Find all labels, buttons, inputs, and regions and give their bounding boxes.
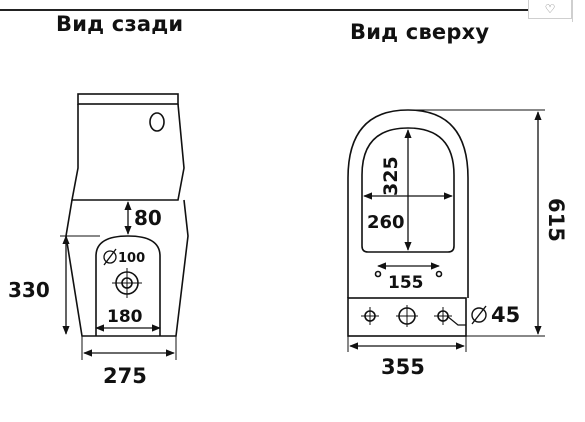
dim-fixing-holes-leader <box>446 315 466 326</box>
dim-outlet-width-label: 180 <box>107 307 143 327</box>
dim-base-width-label: 275 <box>103 364 147 388</box>
favorite-button[interactable]: ♡ <box>528 0 572 19</box>
bowl-body <box>65 199 189 337</box>
dim-pipe-label: 100 <box>118 251 145 266</box>
tank-body <box>71 103 185 201</box>
seat-opening <box>361 127 455 253</box>
dim-gap-label: 80 <box>134 206 162 230</box>
dim-length-label: 615 <box>544 198 568 242</box>
seat-hinge-left <box>374 270 382 278</box>
back-view-drawing <box>65 93 189 337</box>
dim-hole-spacing-label: 155 <box>388 273 424 293</box>
dim-height-label: 330 <box>8 278 50 302</box>
header-rule <box>0 9 528 11</box>
outlet-recess <box>95 235 161 336</box>
heart-icon: ♡ <box>544 2 556 16</box>
back-view-title: Вид сзади <box>56 12 184 36</box>
seat-hinge-right <box>435 270 443 278</box>
top-view-title: Вид сверху <box>350 20 490 44</box>
dim-seat-width-label: 260 <box>367 212 405 233</box>
dim-tank-width-label: 355 <box>381 355 425 379</box>
panel-edge <box>572 0 585 22</box>
fixing-diameter-symbol <box>471 305 487 325</box>
tank-base <box>347 297 467 337</box>
flush-button <box>149 112 165 132</box>
dim-seat-length-label: 325 <box>380 156 402 196</box>
dim-fixing-holes-label: 45 <box>491 303 520 327</box>
pipe-diameter-symbol <box>103 248 117 266</box>
tank-lid <box>77 93 179 105</box>
